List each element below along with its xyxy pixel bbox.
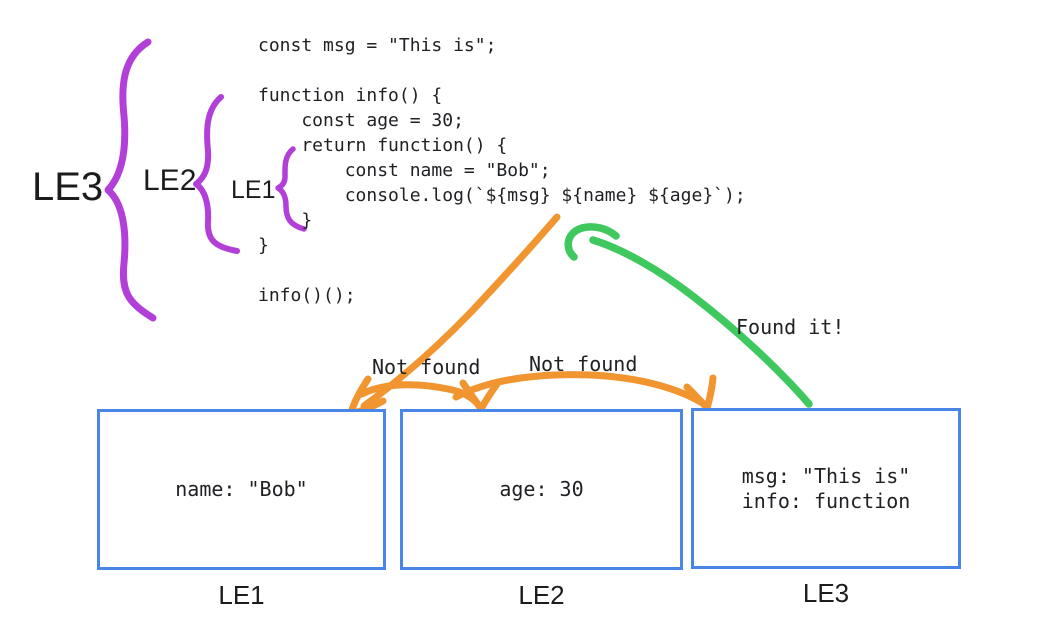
env-box-label-le1: LE1 [218, 580, 265, 610]
not-found-label-right: Not found [529, 352, 638, 376]
env-box-label-le2: LE2 [518, 580, 565, 610]
scope-label-le1: LE1 [231, 176, 276, 204]
env-box-le3: msg: "This is" info: function [691, 408, 961, 569]
env-entries-le3: msg: "This is" info: function [741, 463, 911, 513]
le2-scope-brace-icon [193, 94, 240, 254]
env-box-le2: age: 30 [400, 409, 683, 570]
scope-label-le3: LE3 [32, 165, 104, 209]
scope-label-le2: LE2 [143, 164, 197, 197]
env-entries-le2: age: 30 [499, 477, 584, 501]
orange-arrow-le2-to-le3 [452, 371, 717, 412]
env-entries-le1: name: "Bob" [175, 477, 308, 501]
env-box-le1: name: "Bob" [97, 409, 386, 570]
env-box-label-le3: LE3 [802, 578, 850, 608]
orange-arrow-le1-to-le2 [358, 379, 501, 413]
source-code: const msg = "This is"; function info() {… [258, 35, 746, 306]
not-found-label-left: Not found [372, 355, 481, 379]
found-it-label: Found it! [736, 315, 845, 339]
